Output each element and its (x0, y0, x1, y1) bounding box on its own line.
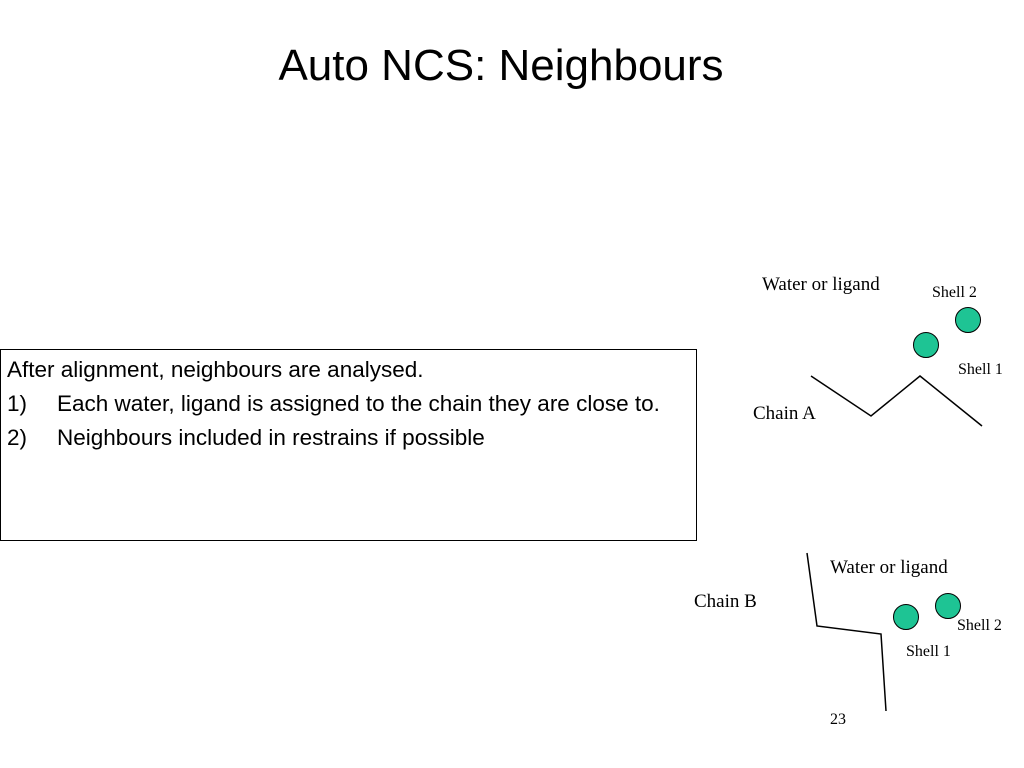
intro-text: After alignment, neighbours are analysed… (7, 357, 424, 382)
water-label-top: Water or ligand (762, 274, 880, 295)
shell2-sphere-top (955, 307, 981, 333)
shell2-label-top: Shell 2 (932, 284, 977, 301)
shell1-label-bottom: Shell 1 (906, 643, 951, 660)
chain-b-line (806, 552, 887, 712)
shell2-label-bottom: Shell 2 (957, 617, 1002, 634)
list-item: 2) Neighbours included in restrains if p… (7, 421, 690, 455)
list-item: 1) Each water, ligand is assigned to the… (7, 387, 690, 421)
page-number: 23 (830, 711, 846, 728)
shell1-label-top: Shell 1 (958, 361, 1003, 378)
shell1-sphere-top (913, 332, 939, 358)
chain-a-label: Chain A (753, 403, 816, 424)
list-item-text: Each water, ligand is assigned to the ch… (57, 391, 660, 416)
list-item-number: 1) (7, 391, 28, 416)
list-item-number: 2) (7, 425, 28, 450)
shell2-sphere-bottom (935, 593, 961, 619)
numbered-list: 1) Each water, ligand is assigned to the… (7, 387, 690, 455)
slide-title: Auto NCS: Neighbours (278, 41, 724, 90)
shell1-sphere-bottom (893, 604, 919, 630)
text-box: After alignment, neighbours are analysed… (0, 349, 697, 541)
list-item-text: Neighbours included in restrains if poss… (57, 425, 485, 450)
chain-a-line (810, 375, 983, 427)
water-label-bottom: Water or ligand (830, 557, 948, 578)
chain-b-label: Chain B (694, 591, 757, 612)
